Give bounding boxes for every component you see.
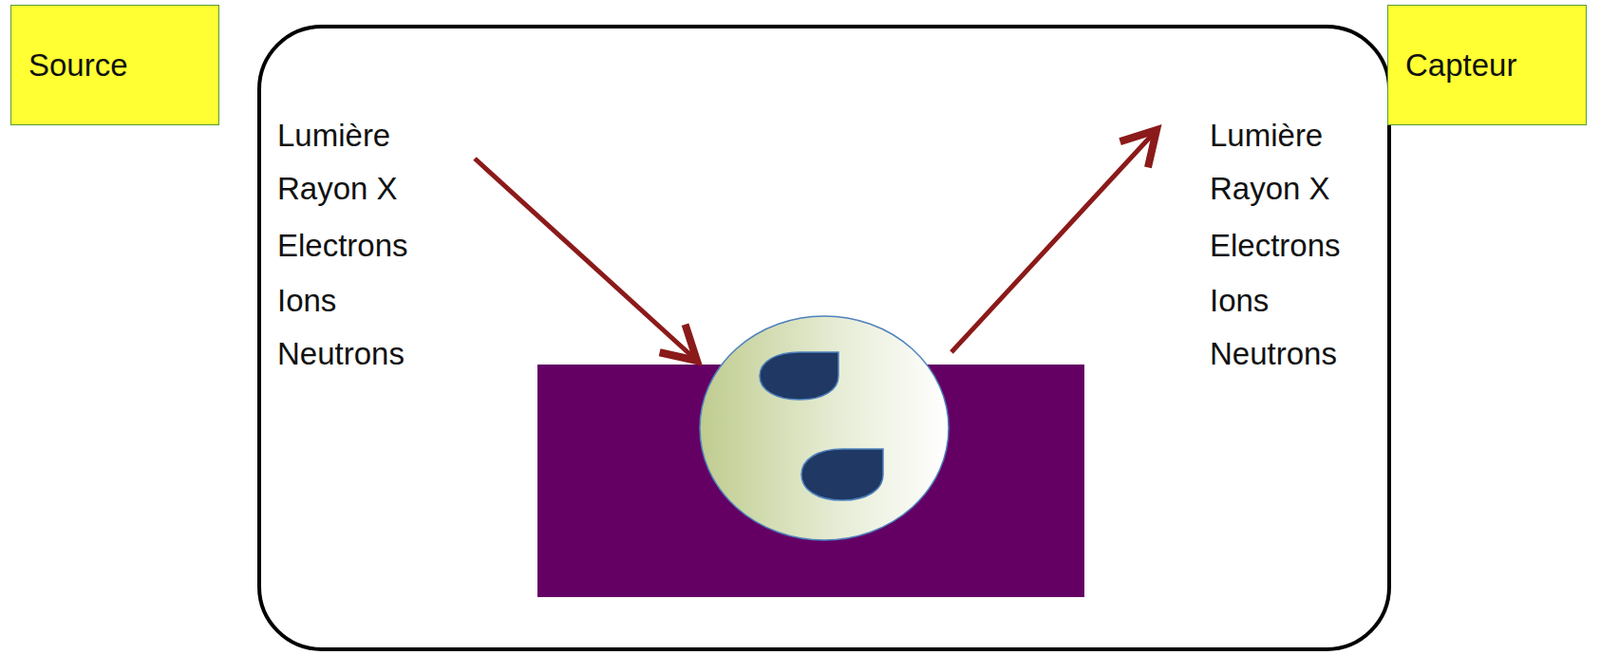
radiation-type-label: Ions <box>277 282 337 320</box>
radiation-type-label: Neutrons <box>1209 335 1337 374</box>
radiation-type-label: Electrons <box>1209 226 1341 265</box>
node-label: Capteur <box>1405 46 1517 85</box>
emitted-arrow <box>951 130 1157 353</box>
radiation-type-label: Lumière <box>277 116 391 155</box>
radiation-type-label: Neutrons <box>277 335 405 374</box>
particle-drop <box>801 449 884 501</box>
particle-drop <box>759 352 839 400</box>
chamber-outline <box>259 26 1390 650</box>
sample-zoom-circle <box>699 316 949 541</box>
radiation-type-label: Electrons <box>277 226 409 265</box>
sensor-box: Capteur <box>1387 4 1587 126</box>
source-box: Source <box>10 4 220 126</box>
radiation-type-label: Lumière <box>1209 116 1323 155</box>
radiation-type-label: Rayon X <box>1209 169 1331 208</box>
node-label: Source <box>28 46 129 85</box>
incident-arrow <box>474 158 697 361</box>
radiation-type-label: Rayon X <box>277 169 398 208</box>
radiation-type-label: Ions <box>1209 282 1269 320</box>
